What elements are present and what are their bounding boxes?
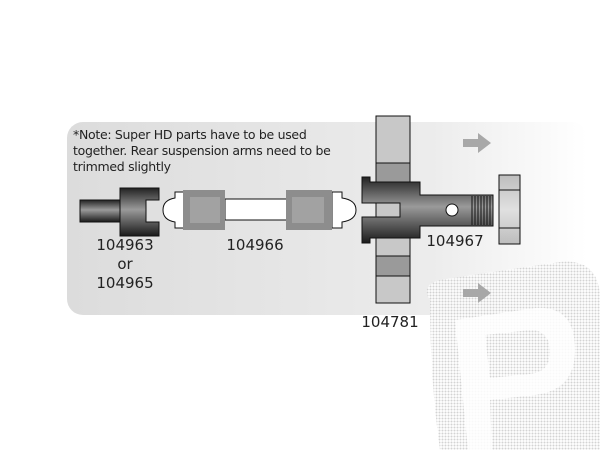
thread — [471, 196, 491, 225]
note-text: *Note: Super HD parts have to be used to… — [73, 127, 331, 174]
watermark-logo — [426, 261, 600, 450]
or-text: or — [117, 255, 133, 273]
hub-label: 104967 — [426, 232, 484, 250]
wheel-nut-part — [498, 174, 521, 245]
dogbone-part — [162, 190, 357, 230]
part-number: 104965 — [96, 274, 154, 292]
hub-part — [361, 176, 494, 244]
dogbone-label: 104966 — [226, 236, 284, 254]
outdrive-part — [79, 187, 160, 237]
arrow-right-icon — [463, 283, 491, 303]
part-number: 104963 — [96, 236, 154, 254]
outdrive-label: 104963 or 104965 — [95, 236, 155, 293]
gear-label: 104781 — [361, 313, 419, 331]
arrow-right-icon — [463, 133, 491, 153]
